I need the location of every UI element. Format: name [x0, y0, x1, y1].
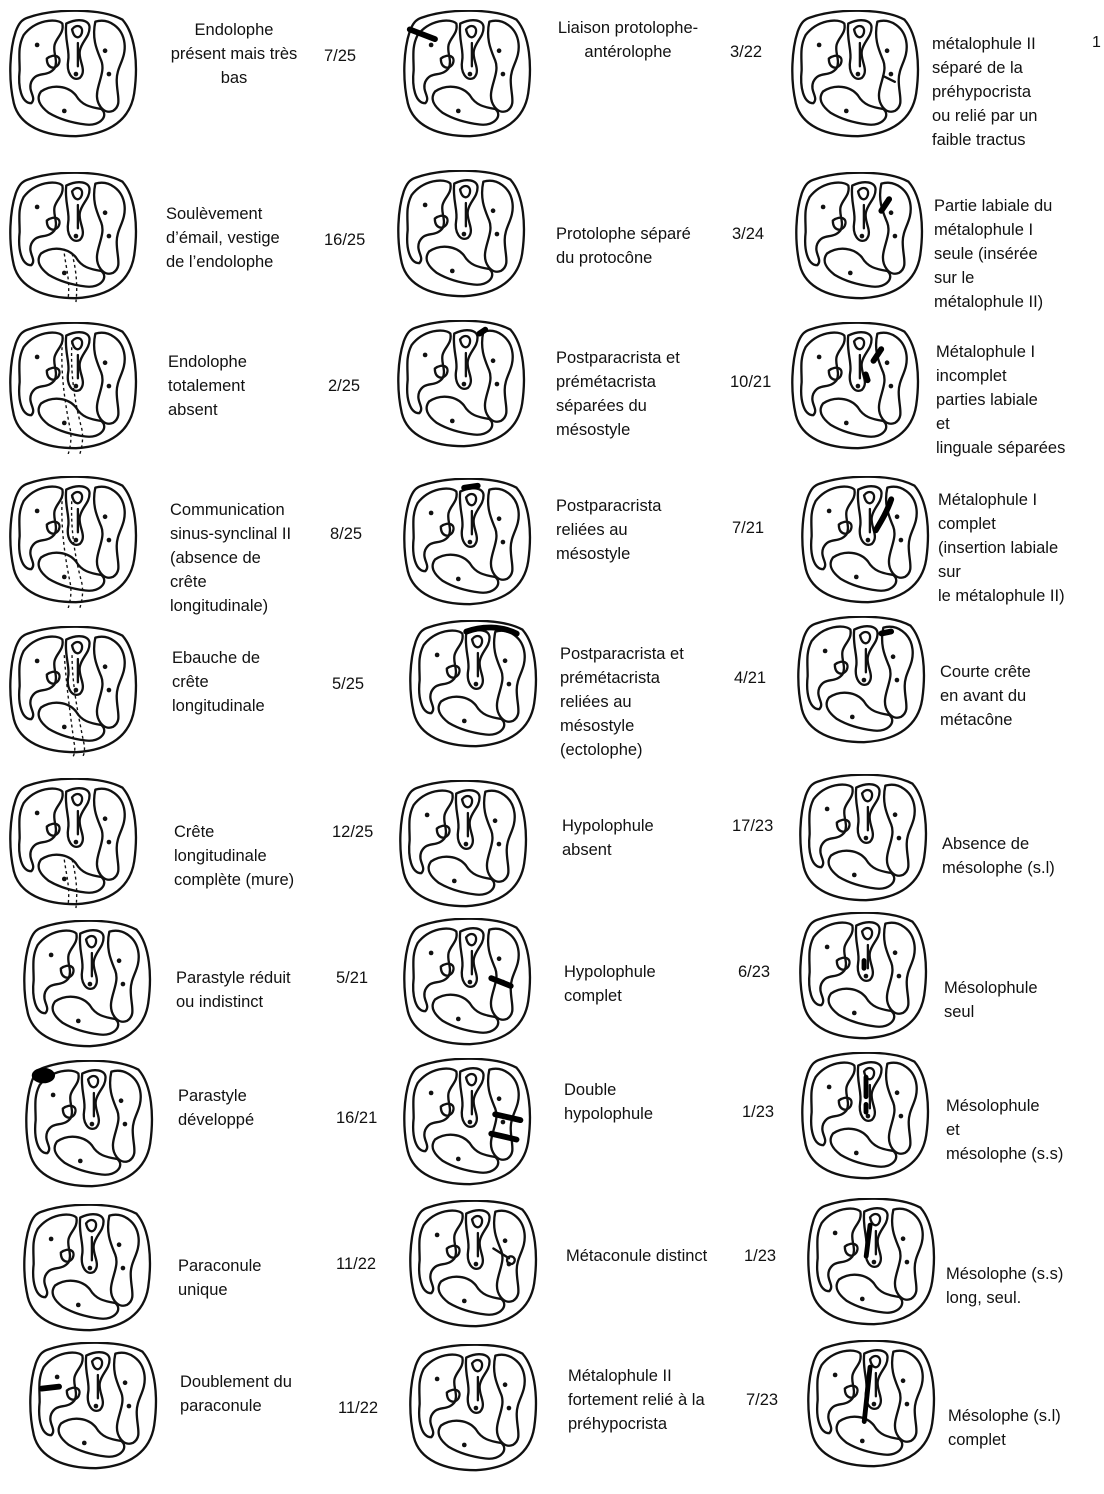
tooth-diagram	[402, 918, 534, 1050]
tooth-diagram	[396, 320, 528, 452]
trait-fraction: 2/25	[328, 377, 361, 395]
trait-fraction: 16/25	[324, 231, 366, 249]
trait-fraction: 10/21	[730, 373, 772, 391]
tooth-diagram	[794, 172, 926, 304]
trait-fraction: 8/25	[330, 525, 363, 543]
tooth-diagram	[402, 10, 534, 142]
tooth-diagram	[800, 476, 932, 608]
trait-fraction: 11/22	[338, 1399, 379, 1417]
tooth-diagram	[22, 920, 154, 1052]
trait-fraction: 5/25	[332, 675, 365, 693]
trait-label: Parastyle réduit ou indistinct	[176, 969, 291, 1011]
tooth-diagram	[8, 778, 140, 910]
trait-label: Protolophe séparé du protocône	[556, 225, 691, 267]
tooth-diagram	[396, 170, 528, 302]
tooth-diagram	[806, 1198, 938, 1330]
trait-label: Hypolophule absent	[562, 817, 654, 859]
trait-label: Paraconule unique	[178, 1257, 262, 1299]
trait-fraction: 7/21	[732, 519, 765, 537]
trait-label: métalophule II séparé de la préhypocrist…	[932, 35, 1038, 149]
trait-label: Endolophe totalement absent	[168, 353, 247, 419]
trait-label: Courte crête en avant du métacône	[940, 663, 1031, 729]
trait-label: Mésolophe (s.l) complet	[948, 1407, 1061, 1449]
trait-label: Endolophe présent mais très bas	[170, 21, 298, 87]
trait-label: Postparacrista et prémétacrista reliées …	[560, 645, 684, 759]
tooth-diagram	[8, 10, 140, 142]
tooth-diagram	[28, 1342, 160, 1474]
tooth-diagram	[8, 172, 140, 304]
trait-label: Mésolophule et mésolophe (s.s)	[946, 1097, 1064, 1163]
trait-label: Métalophule I complet (insertion labiale…	[938, 491, 1065, 605]
trait-fraction: 16/21	[336, 1109, 378, 1127]
trait-label: Soulèvement d’émail, vestige de l’endolo…	[166, 205, 280, 271]
trait-fraction: 3/24	[732, 225, 765, 243]
tooth-diagram	[408, 1344, 540, 1476]
tooth-diagram	[402, 1058, 534, 1190]
trait-label: Postparacrista et prémétacrista séparées…	[556, 349, 680, 439]
tooth-diagram	[408, 1200, 540, 1332]
tooth-diagram	[8, 322, 140, 454]
trait-fraction: 11/22	[336, 1255, 377, 1273]
tooth-diagram	[8, 626, 140, 758]
trait-label: Mésolophe (s.s) long, seul.	[946, 1265, 1064, 1307]
trait-label: Ebauche de crête longitudinale	[172, 649, 265, 715]
trait-label: Partie labiale du métalophule I seule (i…	[934, 197, 1053, 311]
tooth-diagram	[22, 1204, 154, 1336]
trait-label: Communication sinus-synclinal II (absenc…	[170, 501, 292, 615]
tooth-diagram	[398, 780, 530, 912]
trait-fraction: 1/23	[742, 1103, 775, 1121]
edge-mark: 1	[1092, 34, 1101, 51]
tooth-diagram	[790, 322, 922, 454]
trait-fraction: 1/23	[744, 1247, 777, 1265]
tooth-diagram	[806, 1340, 938, 1472]
trait-label: Métaconule distinct	[566, 1247, 708, 1265]
trait-fraction: 3/22	[730, 43, 763, 61]
trait-fraction: 7/23	[746, 1391, 779, 1409]
trait-label: Double hypolophule	[564, 1081, 653, 1123]
trait-fraction: 17/23	[732, 817, 774, 835]
trait-label: Doublement du paraconule	[180, 1373, 292, 1415]
tooth-diagram	[798, 774, 930, 906]
trait-fraction: 6/23	[738, 963, 771, 981]
trait-label: Postparacrista reliées au mésostyle	[556, 497, 662, 563]
tooth-diagram	[408, 620, 540, 752]
trait-fraction: 4/21	[734, 669, 767, 687]
trait-label: Liaison protolophe- antérolophe	[557, 19, 699, 61]
tooth-diagram	[796, 616, 928, 748]
trait-fraction: 5/21	[336, 969, 369, 987]
trait-fraction: 12/25	[332, 823, 374, 841]
trait-label: Absence de mésolophe (s.l)	[942, 835, 1055, 877]
tooth-diagram	[798, 912, 930, 1044]
tooth-diagram	[8, 476, 140, 608]
trait-label: Métalophule II fortement relié à la préh…	[568, 1367, 705, 1433]
trait-label: Parastyle développé	[178, 1087, 255, 1129]
tooth-diagram	[800, 1052, 932, 1184]
trait-label: Crête longitudinale complète (mure)	[174, 823, 295, 889]
tooth-diagram	[24, 1060, 156, 1192]
tooth-diagram	[790, 10, 922, 142]
trait-label: Mésolophule seul	[944, 979, 1038, 1021]
trait-label: Hypolophule complet	[564, 963, 656, 1005]
trait-fraction: 7/25	[324, 47, 357, 65]
trait-label: Métalophule I incomplet parties labiale …	[936, 343, 1066, 457]
tooth-diagram	[402, 478, 534, 610]
